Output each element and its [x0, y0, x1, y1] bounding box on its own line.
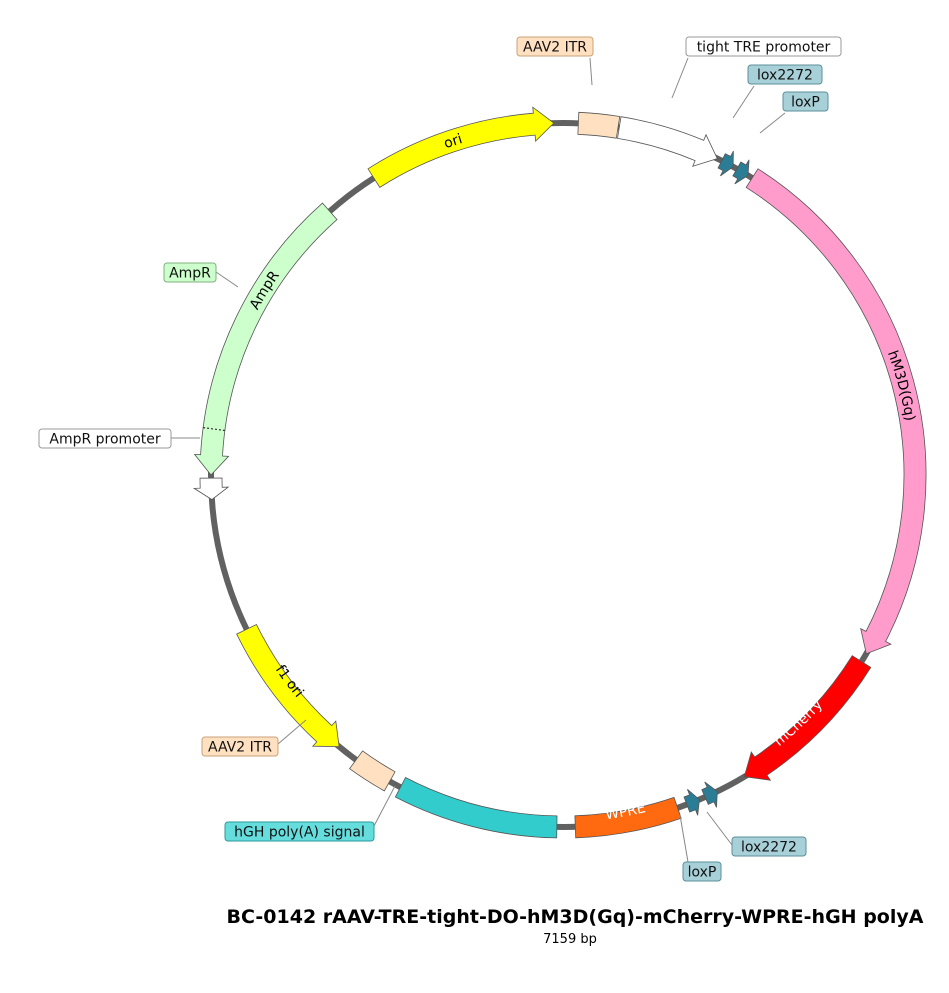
- lox2272-bottom-leader: [706, 811, 733, 846]
- f1-ori-feature[interactable]: [236, 623, 340, 748]
- lox2272-top-callout-label: lox2272: [757, 68, 813, 84]
- ori-label: ori: [442, 131, 464, 152]
- plasmid-title: BC-0142 rAAV-TRE-tight-DO-hM3D(Gq)-mCher…: [226, 906, 924, 928]
- aav2-itr-top-leader: [589, 57, 593, 86]
- ampr-leader: [215, 271, 239, 288]
- ampr-promoter-callout-label: AmpR promoter: [49, 432, 160, 448]
- hgh-polya-feature[interactable]: [394, 776, 558, 839]
- ori-feature[interactable]: [367, 106, 555, 188]
- hm3d-gq-feature[interactable]: [745, 168, 927, 655]
- tight-tre-promoter-leader: [671, 57, 689, 99]
- wpre-feature[interactable]: [574, 796, 682, 839]
- tight-tre-promoter-feature[interactable]: [617, 116, 718, 167]
- plasmid-size: 7159 bp: [543, 932, 597, 947]
- lox2272-bottom-label-box[interactable]: [731, 836, 807, 857]
- aav2-itr-bottom-callout-label: AAV2 ITR: [208, 740, 272, 756]
- lox2272-bottom-feature[interactable]: [701, 781, 718, 808]
- ampr-promoter-feature[interactable]: [192, 477, 230, 501]
- mcherry-feature[interactable]: [743, 655, 872, 781]
- wpre-label: WPRE: [604, 800, 647, 823]
- hgh-polya-leader: [373, 785, 396, 827]
- hgh-polya-label-box[interactable]: [224, 821, 375, 842]
- ampr-label-box[interactable]: [163, 262, 217, 283]
- hgh-polya-callout-label: hGH poly(A) signal: [234, 825, 365, 841]
- ampr-callout-label: AmpR: [169, 266, 211, 282]
- tight-tre-promoter-callout-label: tight TRE promoter: [697, 40, 831, 56]
- loxp-top-feature[interactable]: [732, 159, 750, 185]
- loxp-top-leader: [759, 112, 786, 134]
- aav2-itr-bottom-label-box[interactable]: [201, 736, 279, 757]
- aav2-itr-top-feature[interactable]: [577, 111, 621, 139]
- loxp-bottom-callout-label: loxP: [688, 865, 717, 881]
- loxp-bottom-label-box[interactable]: [682, 861, 722, 882]
- loxp-top-callout-label: loxP: [791, 95, 820, 111]
- lox2272-bottom-callout-label: lox2272: [741, 840, 797, 856]
- tight-tre-promoter-label-box[interactable]: [685, 36, 842, 57]
- lox2272-top-leader: [732, 85, 755, 119]
- aav2-itr-bottom-leader: [277, 719, 307, 745]
- ampr-feature[interactable]: [193, 202, 338, 476]
- loxp-top-label-box[interactable]: [782, 91, 829, 112]
- aav2-itr-top-callout-label: AAV2 ITR: [523, 40, 587, 56]
- ampr-promoter-label-box[interactable]: [38, 428, 172, 449]
- lox2272-top-label-box[interactable]: [747, 64, 823, 85]
- loxp-bottom-leader: [679, 814, 689, 863]
- aav2-itr-bottom-feature[interactable]: [349, 750, 396, 792]
- lox2272-top-feature[interactable]: [717, 150, 734, 177]
- loxp-bottom-feature[interactable]: [683, 788, 700, 816]
- aav2-itr-top-label-box[interactable]: [516, 36, 594, 57]
